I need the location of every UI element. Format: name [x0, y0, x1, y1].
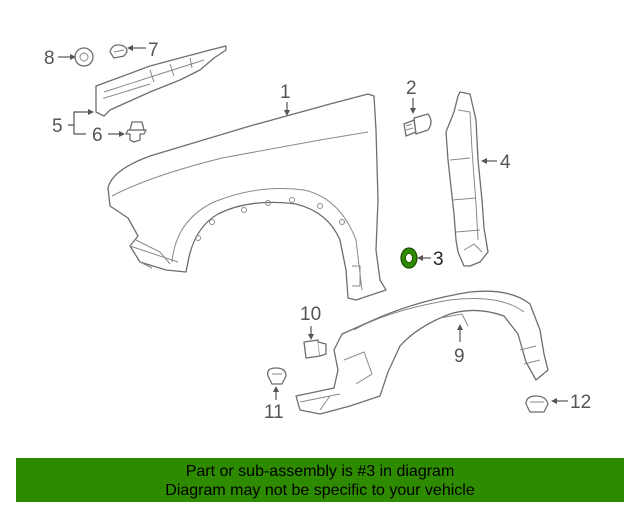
banner-line-2: Diagram may not be specific to your vehi…: [165, 482, 475, 499]
callout-5: 5: [52, 116, 63, 137]
callout-3: 3: [433, 249, 444, 270]
info-banner: Part or sub-assembly is #3 in diagram Di…: [16, 458, 624, 502]
part-3-grommet-highlighted[interactable]: [400, 247, 418, 269]
part-4-seal[interactable]: [445, 91, 489, 267]
arrow-4: [481, 158, 487, 164]
callout-11: 11: [264, 402, 284, 423]
arrow-2: [410, 108, 416, 114]
part-1-fender[interactable]: [107, 93, 387, 301]
arrow-7: [127, 45, 133, 51]
callout-1: 1: [280, 82, 291, 103]
part-8-grommet[interactable]: [74, 47, 94, 67]
part-6-push-clip[interactable]: [125, 121, 147, 143]
arrow-6: [119, 131, 125, 137]
callout-12: 12: [570, 392, 591, 413]
part-2-bolt[interactable]: [403, 113, 432, 137]
part-5-bracket[interactable]: [95, 45, 227, 117]
callout-8: 8: [44, 48, 55, 69]
callout-9: 9: [454, 346, 465, 367]
arrow-12: [551, 398, 557, 404]
part-11-clip[interactable]: [267, 367, 287, 385]
arrow-1: [284, 110, 290, 116]
part-9-fender-liner[interactable]: [295, 290, 549, 415]
banner-line-1: Part or sub-assembly is #3 in diagram: [185, 463, 455, 480]
callout-10: 10: [300, 304, 321, 325]
callout-7: 7: [148, 40, 159, 61]
arrow-5: [88, 109, 94, 115]
arrow-3: [417, 255, 423, 261]
arrow-10: [308, 334, 314, 340]
callout-6: 6: [92, 125, 103, 146]
callout-2: 2: [406, 78, 417, 99]
arrow-8: [70, 54, 76, 60]
leader-5: [68, 111, 90, 135]
parts-diagram: 8 7 5 6 1: [44, 40, 591, 423]
part-12-clip[interactable]: [525, 395, 549, 413]
arrow-11: [273, 386, 279, 392]
part-7-clip[interactable]: [109, 44, 128, 59]
arrow-9: [457, 324, 463, 330]
part-10-clip[interactable]: [303, 339, 327, 359]
callout-4: 4: [500, 152, 511, 173]
